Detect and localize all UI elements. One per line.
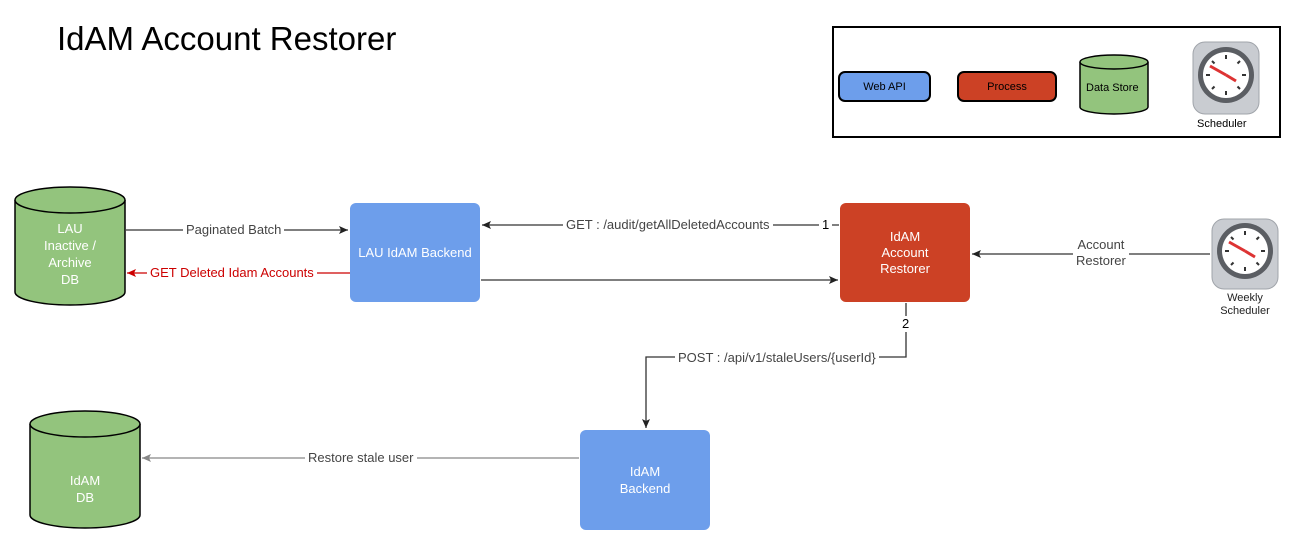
idam-db-line-1: IdAM <box>69 473 101 488</box>
weekly-scheduler-label: Weekly Scheduler <box>1205 292 1285 318</box>
idam-backend-node: IdAM Backend <box>580 430 710 530</box>
idam-db-label: IdAM DB <box>30 472 140 506</box>
legend-scheduler-label: Scheduler <box>1197 118 1247 130</box>
idam-db-cylinder <box>29 410 141 529</box>
lau-db-line-2: Inactive / <box>43 238 97 253</box>
lau-db-cylinder <box>14 186 126 306</box>
label-get-deleted: GET Deleted Idam Accounts <box>147 265 317 281</box>
label-get-audit: GET : /audit/getAllDeletedAccounts <box>563 217 773 233</box>
lau-db-line-4: DB <box>60 272 80 287</box>
idam-db-line-2: DB <box>75 490 95 505</box>
lau-db-line-1: LAU <box>57 221 83 236</box>
legend-web-api: Web API <box>838 71 931 102</box>
weekly-scheduler-line-2: Scheduler <box>1220 305 1270 317</box>
lau-db-label: LAU Inactive / Archive DB <box>15 220 125 288</box>
label-post-stale-users: POST : /api/v1/staleUsers/{userId} <box>675 350 879 366</box>
idam-account-restorer-node: IdAM Account Restorer <box>840 203 970 302</box>
idam-backend-line-2: Backend <box>619 481 671 496</box>
legend-data-store-label: Data Store <box>1086 82 1139 94</box>
legend-process: Process <box>957 71 1057 102</box>
label-step-1: 1 <box>819 217 833 233</box>
label-account-restorer-line-1: Account <box>1077 237 1125 252</box>
legend-clock-icon <box>1192 41 1260 115</box>
legend-data-store-cylinder <box>1079 54 1149 115</box>
restorer-line-1: IdAM <box>889 228 921 244</box>
restorer-line-2: Account <box>881 244 929 260</box>
weekly-scheduler-clock-icon <box>1211 218 1279 290</box>
legend-box <box>832 26 1281 138</box>
label-paginated-batch: Paginated Batch <box>183 222 285 238</box>
label-account-restorer: Account Restorer <box>1073 237 1129 269</box>
page-title: IdAM Account Restorer <box>57 20 397 57</box>
label-step-2: 2 <box>900 316 912 332</box>
idam-backend-line-1: IdAM <box>629 464 661 479</box>
restorer-line-3: Restorer <box>880 260 930 276</box>
weekly-scheduler-line-1: Weekly <box>1227 292 1263 304</box>
lau-idam-backend-node: LAU IdAM Backend <box>350 203 480 302</box>
lau-db-line-3: Archive <box>48 255 92 270</box>
label-account-restorer-line-2: Restorer <box>1076 253 1126 268</box>
label-restore-stale-user: Restore stale user <box>305 450 417 466</box>
